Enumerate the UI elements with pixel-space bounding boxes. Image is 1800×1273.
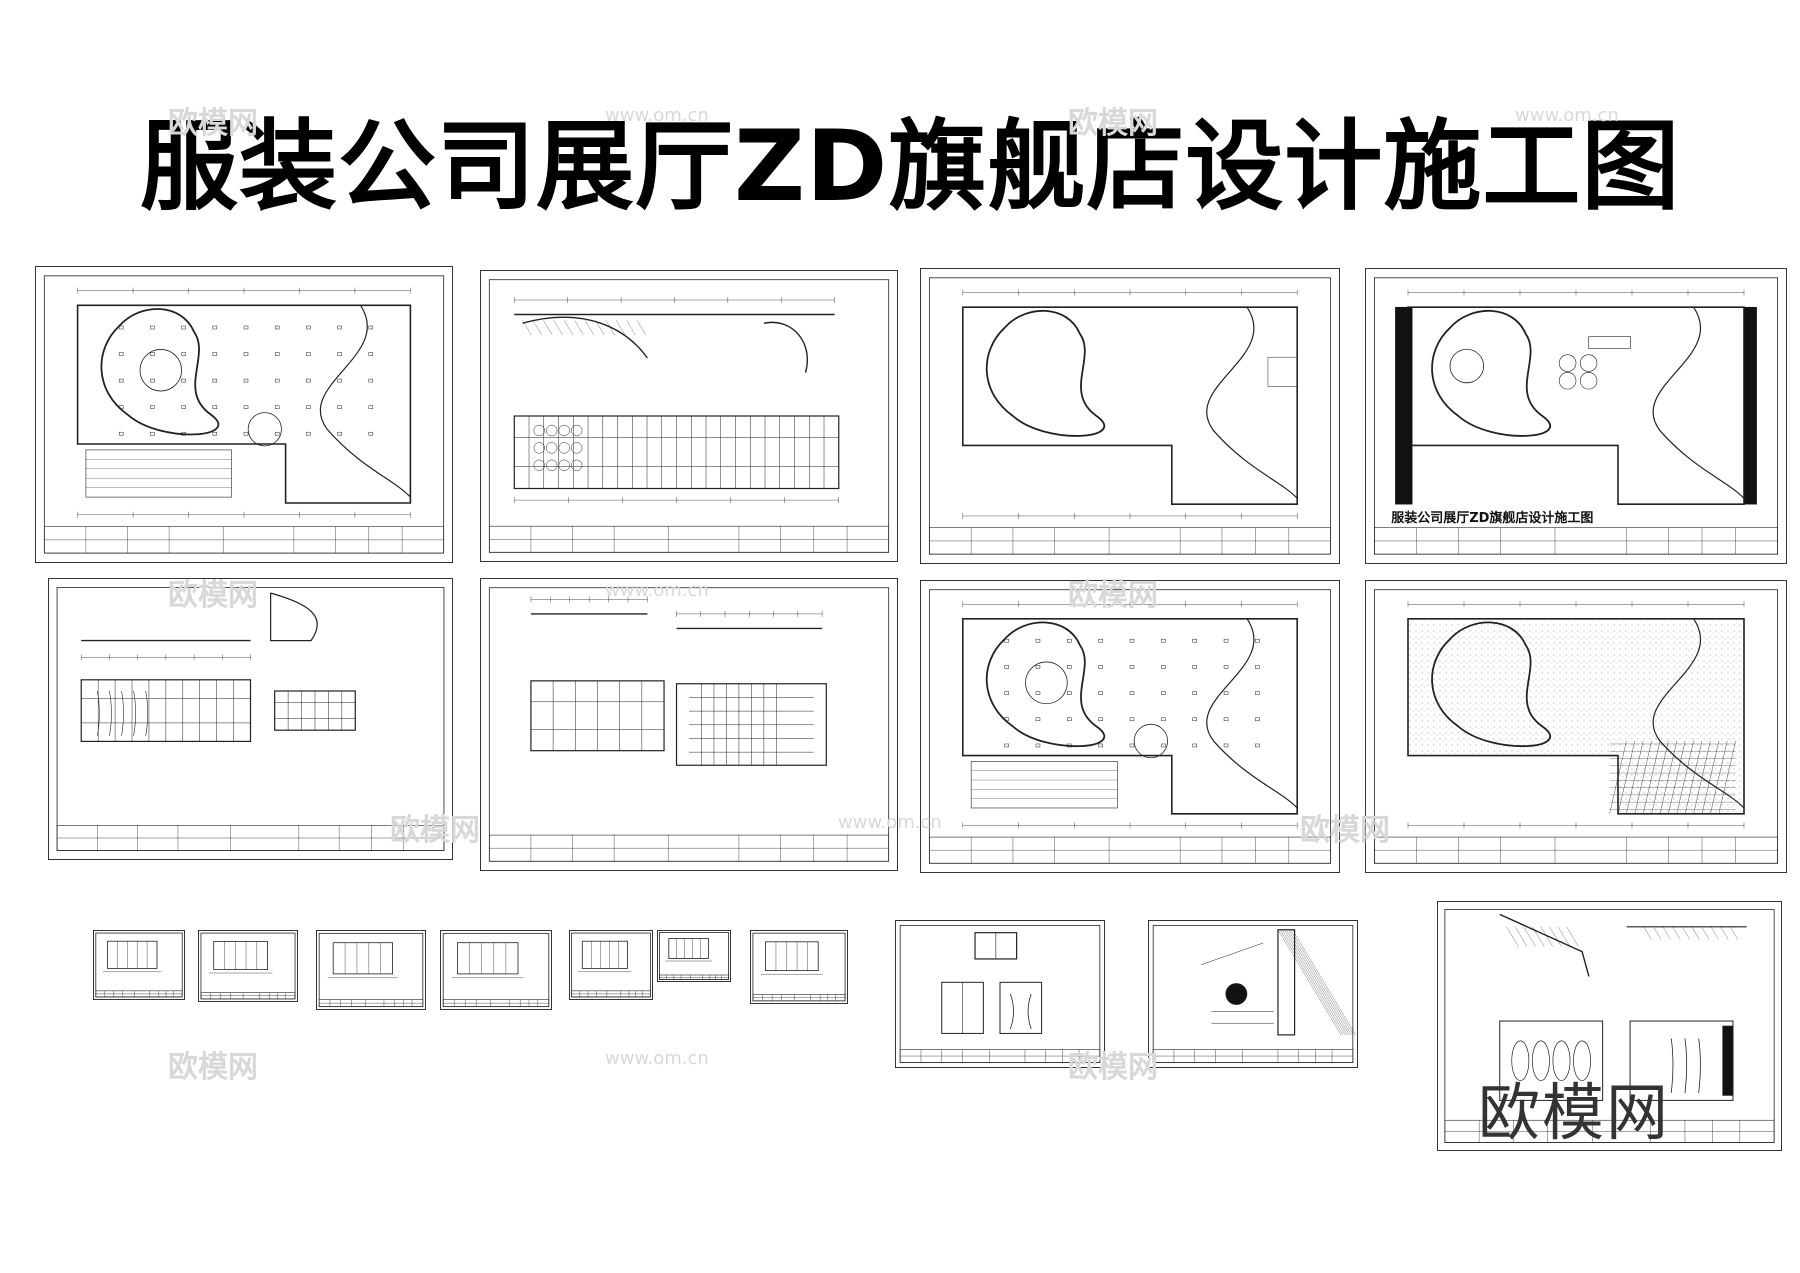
drawing-sheet-section-detail[interactable] <box>1148 920 1358 1068</box>
drawing-sheet-floor-plan-outline[interactable] <box>920 268 1340 564</box>
drawing-sheet-svg <box>488 279 890 553</box>
drawing-sheet-svg <box>928 589 1332 864</box>
drawing-sheet-svg <box>1373 589 1779 864</box>
drawing-sheet-elevation-b-h[interactable] <box>480 578 898 871</box>
drawing-sheet-svg <box>752 932 846 1002</box>
drawing-sheet-elevation-c-f[interactable] <box>48 578 453 860</box>
drawing-sheet-svg <box>200 932 296 1000</box>
drawing-sheet-ceiling-plan-2[interactable] <box>920 580 1340 873</box>
drawing-sheet-detail-1[interactable] <box>93 930 185 1000</box>
drawing-sheet-elevation-e-d[interactable] <box>1437 901 1782 1151</box>
drawing-sheet-elevation-a[interactable] <box>480 270 898 562</box>
drawing-sheet-furniture-plan[interactable]: 服装公司展厅ZD旗舰店设计施工图 <box>1365 268 1787 564</box>
drawing-sheet-detail-7[interactable] <box>750 930 848 1004</box>
drawing-sheet-detail-3[interactable] <box>316 930 426 1010</box>
drawing-sheet-detail-2[interactable] <box>198 930 298 1002</box>
drawing-sheet-svg <box>928 277 1332 555</box>
watermark-logo: 欧模网 <box>168 1050 258 1085</box>
drawing-sheet-ceiling-plan[interactable] <box>35 266 453 563</box>
drawing-sheet-svg <box>899 924 1101 1064</box>
drawing-sheet-svg <box>318 932 424 1008</box>
drawing-sheet-svg <box>488 587 890 862</box>
drawing-sheet-floor-finish-plan[interactable] <box>1365 580 1787 873</box>
drawing-sheet-svg <box>659 932 729 980</box>
drawing-sheet-svg <box>1444 909 1775 1143</box>
drawing-sheet-svg <box>95 932 183 998</box>
drawing-sheet-detail-6[interactable] <box>657 930 731 982</box>
drawing-sheet-detail-5[interactable] <box>569 930 653 1000</box>
drawing-sheet-svg <box>571 932 651 998</box>
drawing-sheet-door-elevation[interactable] <box>895 920 1105 1068</box>
drawing-sheet-svg: 服装公司展厅ZD旗舰店设计施工图 <box>1373 277 1779 555</box>
drawing-sheet-svg <box>1152 924 1356 1064</box>
brand-logo: 欧模网 <box>1478 1076 1671 1149</box>
drawing-sheet-svg <box>442 932 550 1008</box>
drawing-sheet-svg <box>43 275 445 554</box>
drawing-sheet-detail-4[interactable] <box>440 930 552 1010</box>
svg-text:服装公司展厅ZD旗舰店设计施工图: 服装公司展厅ZD旗舰店设计施工图 <box>1391 510 1593 526</box>
watermark-url: www.om.cn <box>605 1048 709 1069</box>
drawing-sheet-svg <box>56 586 445 852</box>
page-title: 服装公司展厅ZD旗舰店设计施工图 <box>140 110 1681 224</box>
